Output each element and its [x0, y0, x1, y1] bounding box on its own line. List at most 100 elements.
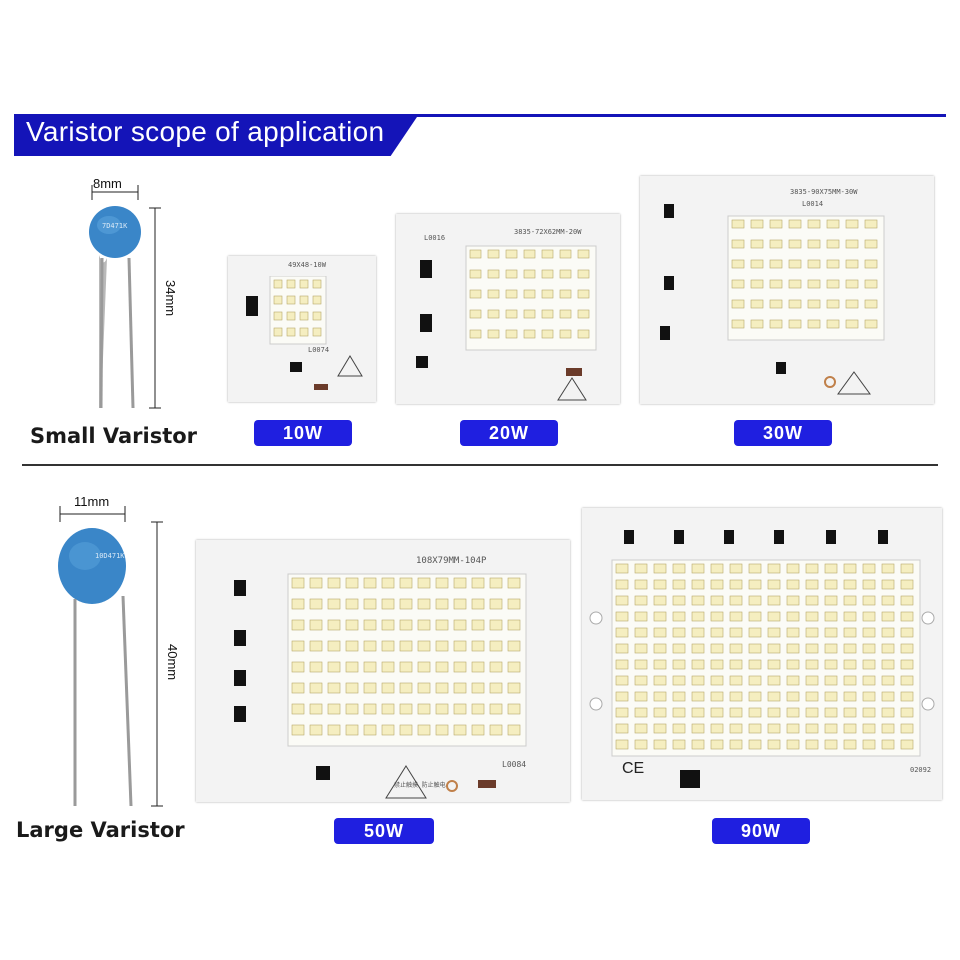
led-chip — [691, 611, 705, 622]
small-width-dim: 8mm — [93, 176, 122, 191]
led-chip — [824, 643, 838, 654]
led-chip — [729, 595, 743, 606]
led-chip — [417, 640, 431, 652]
led-chip — [691, 723, 705, 734]
led-chip — [729, 611, 743, 622]
led-chip — [786, 723, 800, 734]
led-chip — [489, 598, 503, 610]
led-chip — [399, 619, 413, 631]
led-chip — [900, 739, 914, 750]
led-chip — [843, 675, 857, 686]
small-disc-text: 7D471K — [102, 222, 128, 230]
led-chip — [672, 563, 686, 574]
led-chip — [291, 598, 305, 610]
led-chip — [312, 295, 322, 305]
led-chip — [788, 299, 802, 309]
led-chip — [824, 739, 838, 750]
led-chip — [363, 661, 377, 673]
led-chip — [453, 703, 467, 715]
led-chip — [729, 563, 743, 574]
led-chip — [864, 219, 878, 229]
led-chip — [634, 611, 648, 622]
led-chip — [672, 579, 686, 590]
led-chip — [291, 577, 305, 589]
led-chip — [862, 579, 876, 590]
led-chip — [399, 598, 413, 610]
badge-90w: 90W — [712, 818, 810, 844]
led-chip — [615, 707, 629, 718]
led-chip — [864, 299, 878, 309]
led-chip — [691, 563, 705, 574]
large-height-dim: 40mm — [165, 644, 180, 681]
led-chip — [286, 311, 296, 321]
led-chip — [864, 319, 878, 329]
led-chip — [507, 598, 521, 610]
led-chip — [507, 703, 521, 715]
module-10w-model: 49X48-10W — [288, 261, 326, 269]
led-chip — [653, 723, 667, 734]
led-chip — [729, 675, 743, 686]
large-varistor-image — [58, 506, 163, 807]
led-chip — [286, 295, 296, 305]
led-chip — [862, 659, 876, 670]
led-chip — [767, 691, 781, 702]
led-chip — [487, 329, 500, 339]
led-chip — [505, 269, 518, 279]
led-chip — [710, 675, 724, 686]
title-banner — [14, 114, 419, 156]
led-chip — [881, 723, 895, 734]
led-chip — [805, 627, 819, 638]
badge-10w: 10W — [254, 420, 352, 446]
led-chip — [523, 309, 536, 319]
led-chip — [691, 739, 705, 750]
led-chip — [634, 675, 648, 686]
led-chip — [399, 682, 413, 694]
led-chip — [653, 659, 667, 670]
led-chip — [767, 563, 781, 574]
led-chip — [634, 739, 648, 750]
led-chip — [691, 627, 705, 638]
module-10w-code: L0074 — [308, 346, 330, 354]
led-chip — [615, 723, 629, 734]
led-chip — [453, 598, 467, 610]
led-chip — [615, 611, 629, 622]
led-chip — [824, 707, 838, 718]
led-chip — [505, 289, 518, 299]
led-chip — [864, 279, 878, 289]
led-chip — [363, 724, 377, 736]
led-chip — [881, 739, 895, 750]
led-chip — [489, 703, 503, 715]
led-chip — [507, 577, 521, 589]
led-chip — [672, 691, 686, 702]
led-chip — [843, 563, 857, 574]
led-chip — [399, 577, 413, 589]
led-chip — [286, 279, 296, 289]
led-chip — [615, 643, 629, 654]
led-chip — [291, 640, 305, 652]
led-chip — [672, 627, 686, 638]
led-chip — [381, 640, 395, 652]
led-chip — [507, 724, 521, 736]
led-chip — [541, 289, 554, 299]
led-chip — [453, 682, 467, 694]
led-chip — [691, 675, 705, 686]
led-chip — [634, 579, 648, 590]
led-chip — [748, 739, 762, 750]
led-chip — [417, 619, 431, 631]
led-chip — [309, 703, 323, 715]
led-chip — [824, 611, 838, 622]
led-chip — [767, 627, 781, 638]
led-chip — [767, 723, 781, 734]
led-chip — [805, 691, 819, 702]
led-chip — [615, 675, 629, 686]
led-chip — [731, 299, 745, 309]
led-chip — [399, 703, 413, 715]
led-chip — [435, 661, 449, 673]
led-chip — [672, 595, 686, 606]
led-chip — [327, 724, 341, 736]
led-chip — [805, 579, 819, 590]
led-chip — [634, 595, 648, 606]
led-chip — [710, 723, 724, 734]
led-chip — [881, 611, 895, 622]
led-chip — [471, 724, 485, 736]
